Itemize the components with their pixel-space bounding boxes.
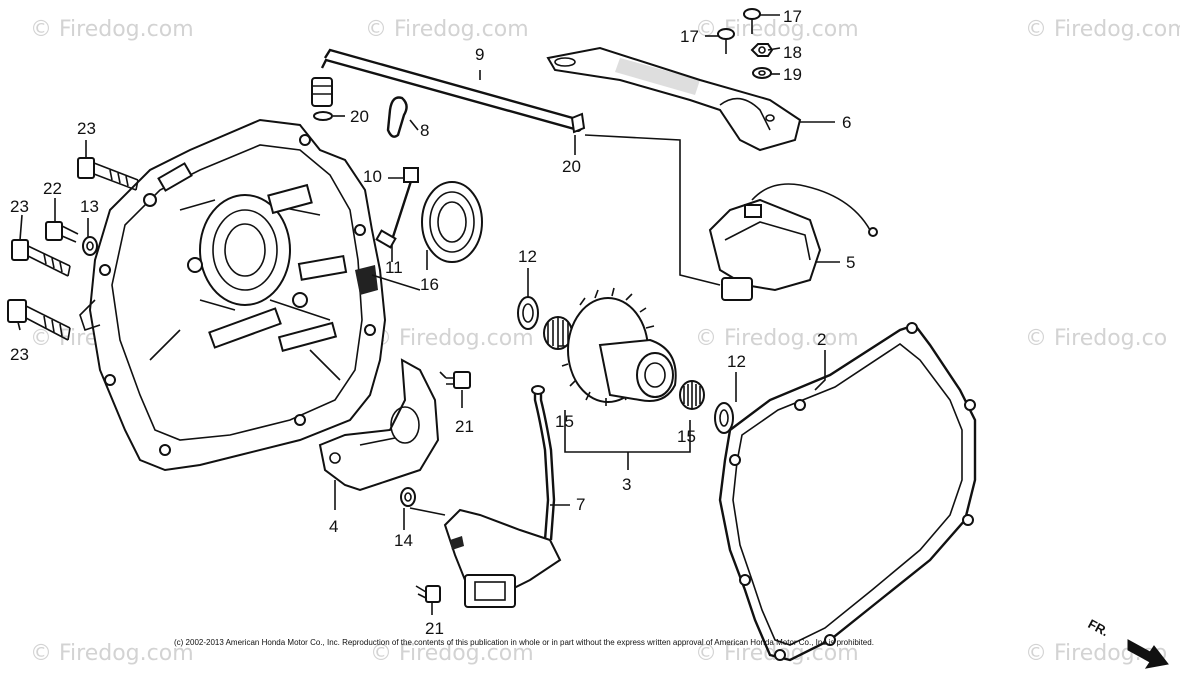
part-number-23: 23 bbox=[10, 197, 29, 216]
part-number-3: 3 bbox=[622, 475, 631, 494]
spring-11 bbox=[375, 229, 397, 249]
part-number-4: 4 bbox=[329, 517, 338, 536]
bolt-21-upper bbox=[439, 371, 471, 389]
part-number-14: 14 bbox=[394, 531, 413, 550]
part-number-18: 18 bbox=[783, 43, 802, 62]
oil-tube-7 bbox=[443, 385, 562, 608]
baffle-4 bbox=[318, 358, 440, 492]
watermark: © Firedog.com bbox=[1025, 17, 1180, 42]
part-number-21: 21 bbox=[455, 417, 474, 436]
part-number-16: 16 bbox=[420, 275, 439, 294]
part-number-7: 7 bbox=[576, 495, 585, 514]
bolt-21-lower bbox=[415, 585, 441, 603]
watermark: © Firedog.com bbox=[30, 641, 194, 666]
clip-20-left bbox=[313, 111, 333, 121]
washer-14 bbox=[400, 487, 416, 507]
bolt-23-mid bbox=[11, 239, 71, 277]
part-number-9: 9 bbox=[475, 45, 484, 64]
part-number-15: 15 bbox=[555, 412, 574, 431]
washer-12-right bbox=[714, 402, 734, 434]
part-number-8: 8 bbox=[420, 121, 429, 140]
part-number-12: 12 bbox=[518, 247, 537, 266]
part-number-23: 23 bbox=[10, 345, 29, 364]
part-number-12: 12 bbox=[727, 352, 746, 371]
bolt-23-top bbox=[77, 157, 139, 191]
part-number-17: 17 bbox=[680, 27, 699, 46]
part-number-11: 11 bbox=[385, 258, 403, 277]
watermark: © Firedog.com bbox=[365, 17, 529, 42]
bolt-23-bottom bbox=[7, 299, 71, 341]
gear-3 bbox=[558, 287, 677, 406]
part-number-5: 5 bbox=[846, 253, 855, 272]
watermark: © Firedog.com bbox=[370, 326, 534, 351]
bearing-15-right bbox=[679, 380, 705, 410]
bolt-22 bbox=[45, 221, 79, 243]
ignition-unit-5 bbox=[708, 183, 878, 301]
part-number-15: 15 bbox=[677, 427, 696, 446]
part-number-2: 2 bbox=[817, 330, 826, 349]
watermark-edge: © Firedog.co bbox=[1025, 326, 1167, 351]
part-number-13: 13 bbox=[80, 197, 99, 216]
sensor-10 bbox=[390, 167, 419, 241]
bolt-17-mid bbox=[717, 28, 735, 54]
watermark: © Firedog.com bbox=[695, 326, 859, 351]
part-number-23: 23 bbox=[77, 119, 96, 138]
bracket-6 bbox=[546, 46, 802, 152]
clamp-8 bbox=[386, 96, 408, 138]
clip-20-right bbox=[570, 112, 586, 134]
part-number-22: 22 bbox=[43, 179, 62, 198]
leader-lines bbox=[17, 14, 840, 615]
watermark: © Firedog.com bbox=[30, 17, 194, 42]
bolt-17-top bbox=[743, 8, 761, 34]
part-numbers: 9 20 8 10 11 16 20 6 5 17 17 18 19 23 22… bbox=[10, 7, 855, 638]
part-number-6: 6 bbox=[842, 113, 851, 132]
washer-13 bbox=[82, 236, 98, 256]
gasket-2 bbox=[718, 322, 977, 662]
part-number-21: 21 bbox=[425, 619, 444, 638]
fr-label: FR. bbox=[1086, 616, 1112, 639]
part-number-20: 20 bbox=[350, 107, 369, 126]
part-number-10: 10 bbox=[363, 167, 382, 186]
copyright-notice: (c) 2002-2013 American Honda Motor Co., … bbox=[174, 638, 874, 647]
part-number-17: 17 bbox=[783, 7, 802, 26]
part-number-20: 20 bbox=[562, 157, 581, 176]
part-number-19: 19 bbox=[783, 65, 802, 84]
watermark: © Firedog.com bbox=[695, 17, 859, 42]
crankcase-cover bbox=[79, 118, 387, 472]
direction-arrow-icon bbox=[1127, 639, 1169, 669]
watermark: © Firedog.com bbox=[370, 641, 534, 666]
washer-19 bbox=[752, 67, 772, 79]
washer-12-left bbox=[517, 296, 539, 330]
oil-seal-16 bbox=[421, 181, 483, 263]
